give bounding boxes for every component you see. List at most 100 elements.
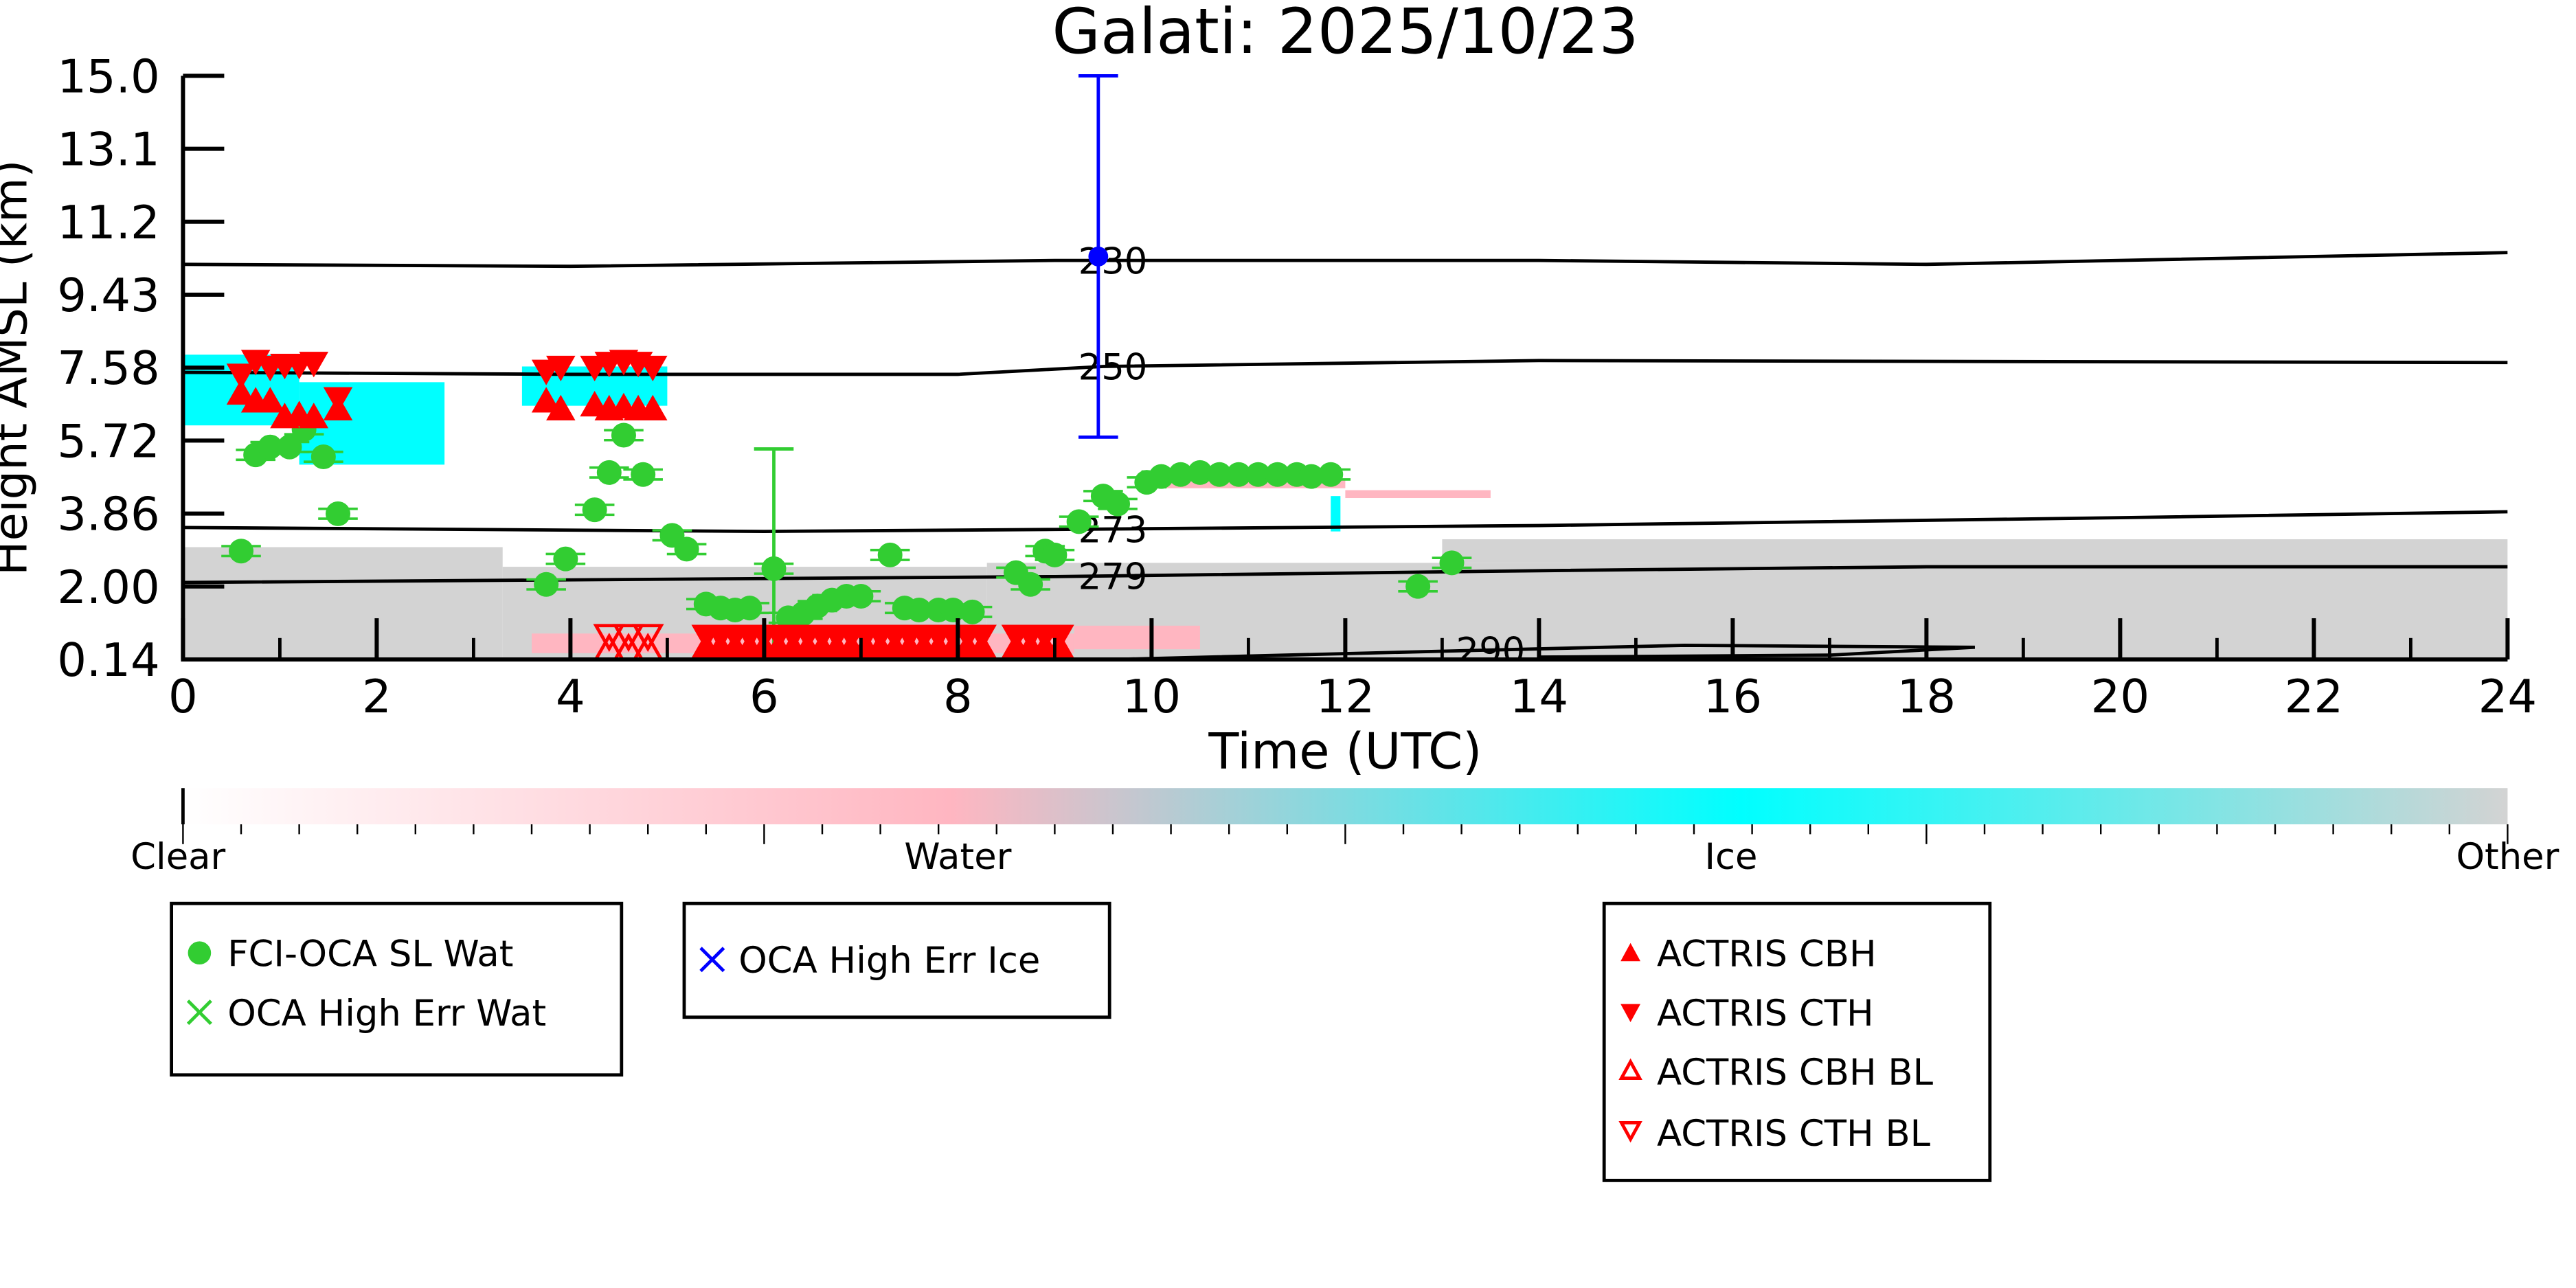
phase-region-other	[183, 547, 503, 659]
data-point	[612, 624, 645, 653]
isotherm-label: 290	[1456, 630, 1526, 672]
y-tick-label: 3.86	[57, 488, 160, 541]
isotherm-line	[183, 251, 2508, 269]
data-point	[229, 539, 253, 564]
data-point	[1045, 624, 1074, 651]
data-point	[631, 462, 656, 487]
phase-region-ice	[1331, 496, 1341, 532]
data-point	[256, 387, 285, 413]
data-point	[877, 542, 903, 567]
data-point	[960, 599, 985, 624]
x-tick-label: 12	[1316, 670, 1375, 723]
legend-label: ACTRIS CBH BL	[1657, 1052, 1934, 1094]
data-point	[637, 394, 668, 420]
x-tick-label: 18	[1897, 670, 1956, 723]
data-point	[1439, 550, 1465, 576]
isotherm-label: 250	[1078, 346, 1148, 388]
legend-label: ACTRIS CTH	[1657, 993, 1874, 1035]
legend-2: OCA High Err Ice	[682, 901, 1111, 1019]
legend-label: FCI-OCA SL Wat	[227, 933, 513, 975]
data-point	[1066, 509, 1092, 534]
colorbar-ticks	[182, 824, 2509, 844]
data-point	[596, 460, 622, 485]
legend-label: OCA High Err Wat	[227, 993, 546, 1035]
data-point	[553, 546, 578, 572]
y-tick-label: 7.58	[57, 341, 160, 395]
phase-region-other	[986, 563, 2508, 659]
isotherm-label: 230	[1078, 240, 1148, 282]
data-point	[323, 387, 353, 413]
phase-region-other	[1442, 539, 2508, 563]
legend-marker-circle	[188, 941, 212, 964]
colorbar-label-clear: Clear	[131, 836, 225, 878]
legend-marker-triangle-down-open	[1618, 1121, 1642, 1143]
data-point	[1318, 462, 1344, 487]
x-tick-label: 14	[1510, 670, 1569, 723]
data-point	[674, 536, 699, 562]
data-point	[1088, 246, 1109, 267]
chart-title: Galati: 2025/10/23	[1052, 0, 1638, 68]
isotherm-line	[183, 359, 2508, 376]
legend-label: ACTRIS CTH BL	[1657, 1113, 1931, 1155]
y-tick-label: 15.0	[57, 49, 160, 103]
legend-label: ACTRIS CBH	[1657, 933, 1877, 975]
phase-region-water	[1074, 625, 1200, 650]
data-point	[326, 501, 350, 526]
legend-marker-x	[186, 999, 212, 1026]
data-point	[226, 363, 256, 389]
legend-marker-triangle-down	[1620, 1004, 1640, 1022]
y-axis-label: Height AMSL (km)	[0, 159, 37, 576]
data-point	[546, 355, 576, 382]
isotherm-line	[183, 510, 2508, 534]
legend-1: FCI-OCA SL Wat OCA High Err Wat	[170, 901, 624, 1077]
colorbar-label-water: Water	[904, 836, 1011, 878]
x-tick-label: 10	[1122, 670, 1182, 723]
x-tick-label: 20	[2091, 670, 2150, 723]
data-point	[1105, 491, 1131, 517]
data-point	[310, 444, 336, 469]
x-tick-label: 4	[556, 670, 585, 723]
data-point	[299, 352, 329, 378]
y-tick-label: 11.2	[57, 196, 160, 249]
x-tick-label: 2	[362, 670, 392, 723]
data-point	[761, 556, 787, 581]
legend-3: ACTRIS CBH ACTRIS CTH ACTRIS CBH BL ACTR…	[1602, 901, 1992, 1182]
data-point	[737, 596, 762, 621]
x-tick-label: 6	[749, 670, 779, 723]
data-point	[611, 422, 636, 448]
y-tick-label: 2.00	[57, 561, 160, 614]
data-point	[967, 624, 997, 651]
colorbar	[183, 788, 2508, 824]
data-point	[546, 394, 576, 420]
x-tick-label: 22	[2285, 670, 2344, 723]
x-tick-label: 24	[2478, 670, 2538, 723]
x-tick-label: 0	[168, 670, 198, 723]
isotherm-label: 279	[1078, 556, 1148, 598]
data-point	[534, 572, 559, 597]
data-point	[226, 379, 256, 405]
legend-label: OCA High Err Ice	[738, 940, 1040, 982]
data-point	[593, 624, 626, 653]
colorbar-label-ice: Ice	[1704, 836, 1757, 878]
data-marks	[221, 74, 1472, 662]
data-point	[531, 387, 561, 413]
colorbar-label-other: Other	[2456, 836, 2559, 878]
data-point	[1405, 574, 1431, 599]
data-point	[631, 624, 664, 653]
y-tick-label: 9.43	[57, 269, 160, 322]
legend-marker-x	[699, 947, 725, 973]
data-point	[1018, 572, 1043, 597]
x-axis-label: Time (UTC)	[1208, 722, 1482, 780]
data-point	[299, 403, 329, 429]
data-point	[1042, 542, 1067, 567]
x-tick-label: 16	[1704, 670, 1763, 723]
phase-region-water	[1345, 490, 1491, 499]
legend-marker-triangle-up	[1620, 942, 1640, 962]
x-tick-label: 8	[943, 670, 973, 723]
y-tick-label: 0.14	[57, 633, 160, 687]
isotherm-line	[183, 565, 2508, 585]
data-point	[582, 497, 607, 523]
legend-marker-triangle-up-open	[1618, 1058, 1642, 1080]
